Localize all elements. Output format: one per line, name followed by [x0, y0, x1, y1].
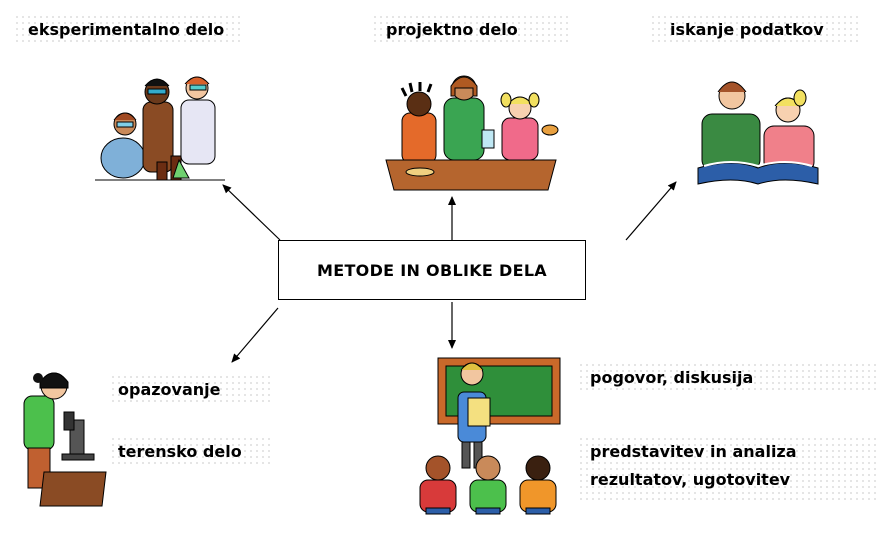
- microscope-girl-clipart: [23, 372, 107, 507]
- label-observation: opazovanje: [110, 374, 270, 406]
- reading-book-clipart: [697, 81, 819, 185]
- label-presentation-line2: rezultatov, ugotovitev: [590, 470, 791, 489]
- center-title-box: METODE IN OBLIKE DELA: [278, 240, 586, 300]
- arrow-to-search: [625, 181, 677, 241]
- label-experimental-work: eksperimentalno delo: [14, 14, 244, 46]
- label-presentation-line1: predstavitev in analiza: [590, 442, 797, 461]
- label-conversation: pogovor, diskusija: [578, 362, 878, 394]
- label-data-search: iskanje podatkov: [650, 14, 860, 46]
- presentation-label-group: predstavitev in analiza rezultatov, ugot…: [578, 436, 878, 500]
- label-field-work: terensko delo: [110, 436, 270, 468]
- arrow-to-observation: [231, 307, 279, 363]
- label-project-work: projektno delo: [372, 14, 572, 46]
- students-table-clipart: [385, 75, 559, 191]
- scientists-clipart: [95, 76, 225, 181]
- center-title: METODE IN OBLIKE DELA: [317, 260, 547, 280]
- presentation-classroom-clipart: [419, 357, 561, 515]
- arrow-to-experimental: [222, 184, 281, 241]
